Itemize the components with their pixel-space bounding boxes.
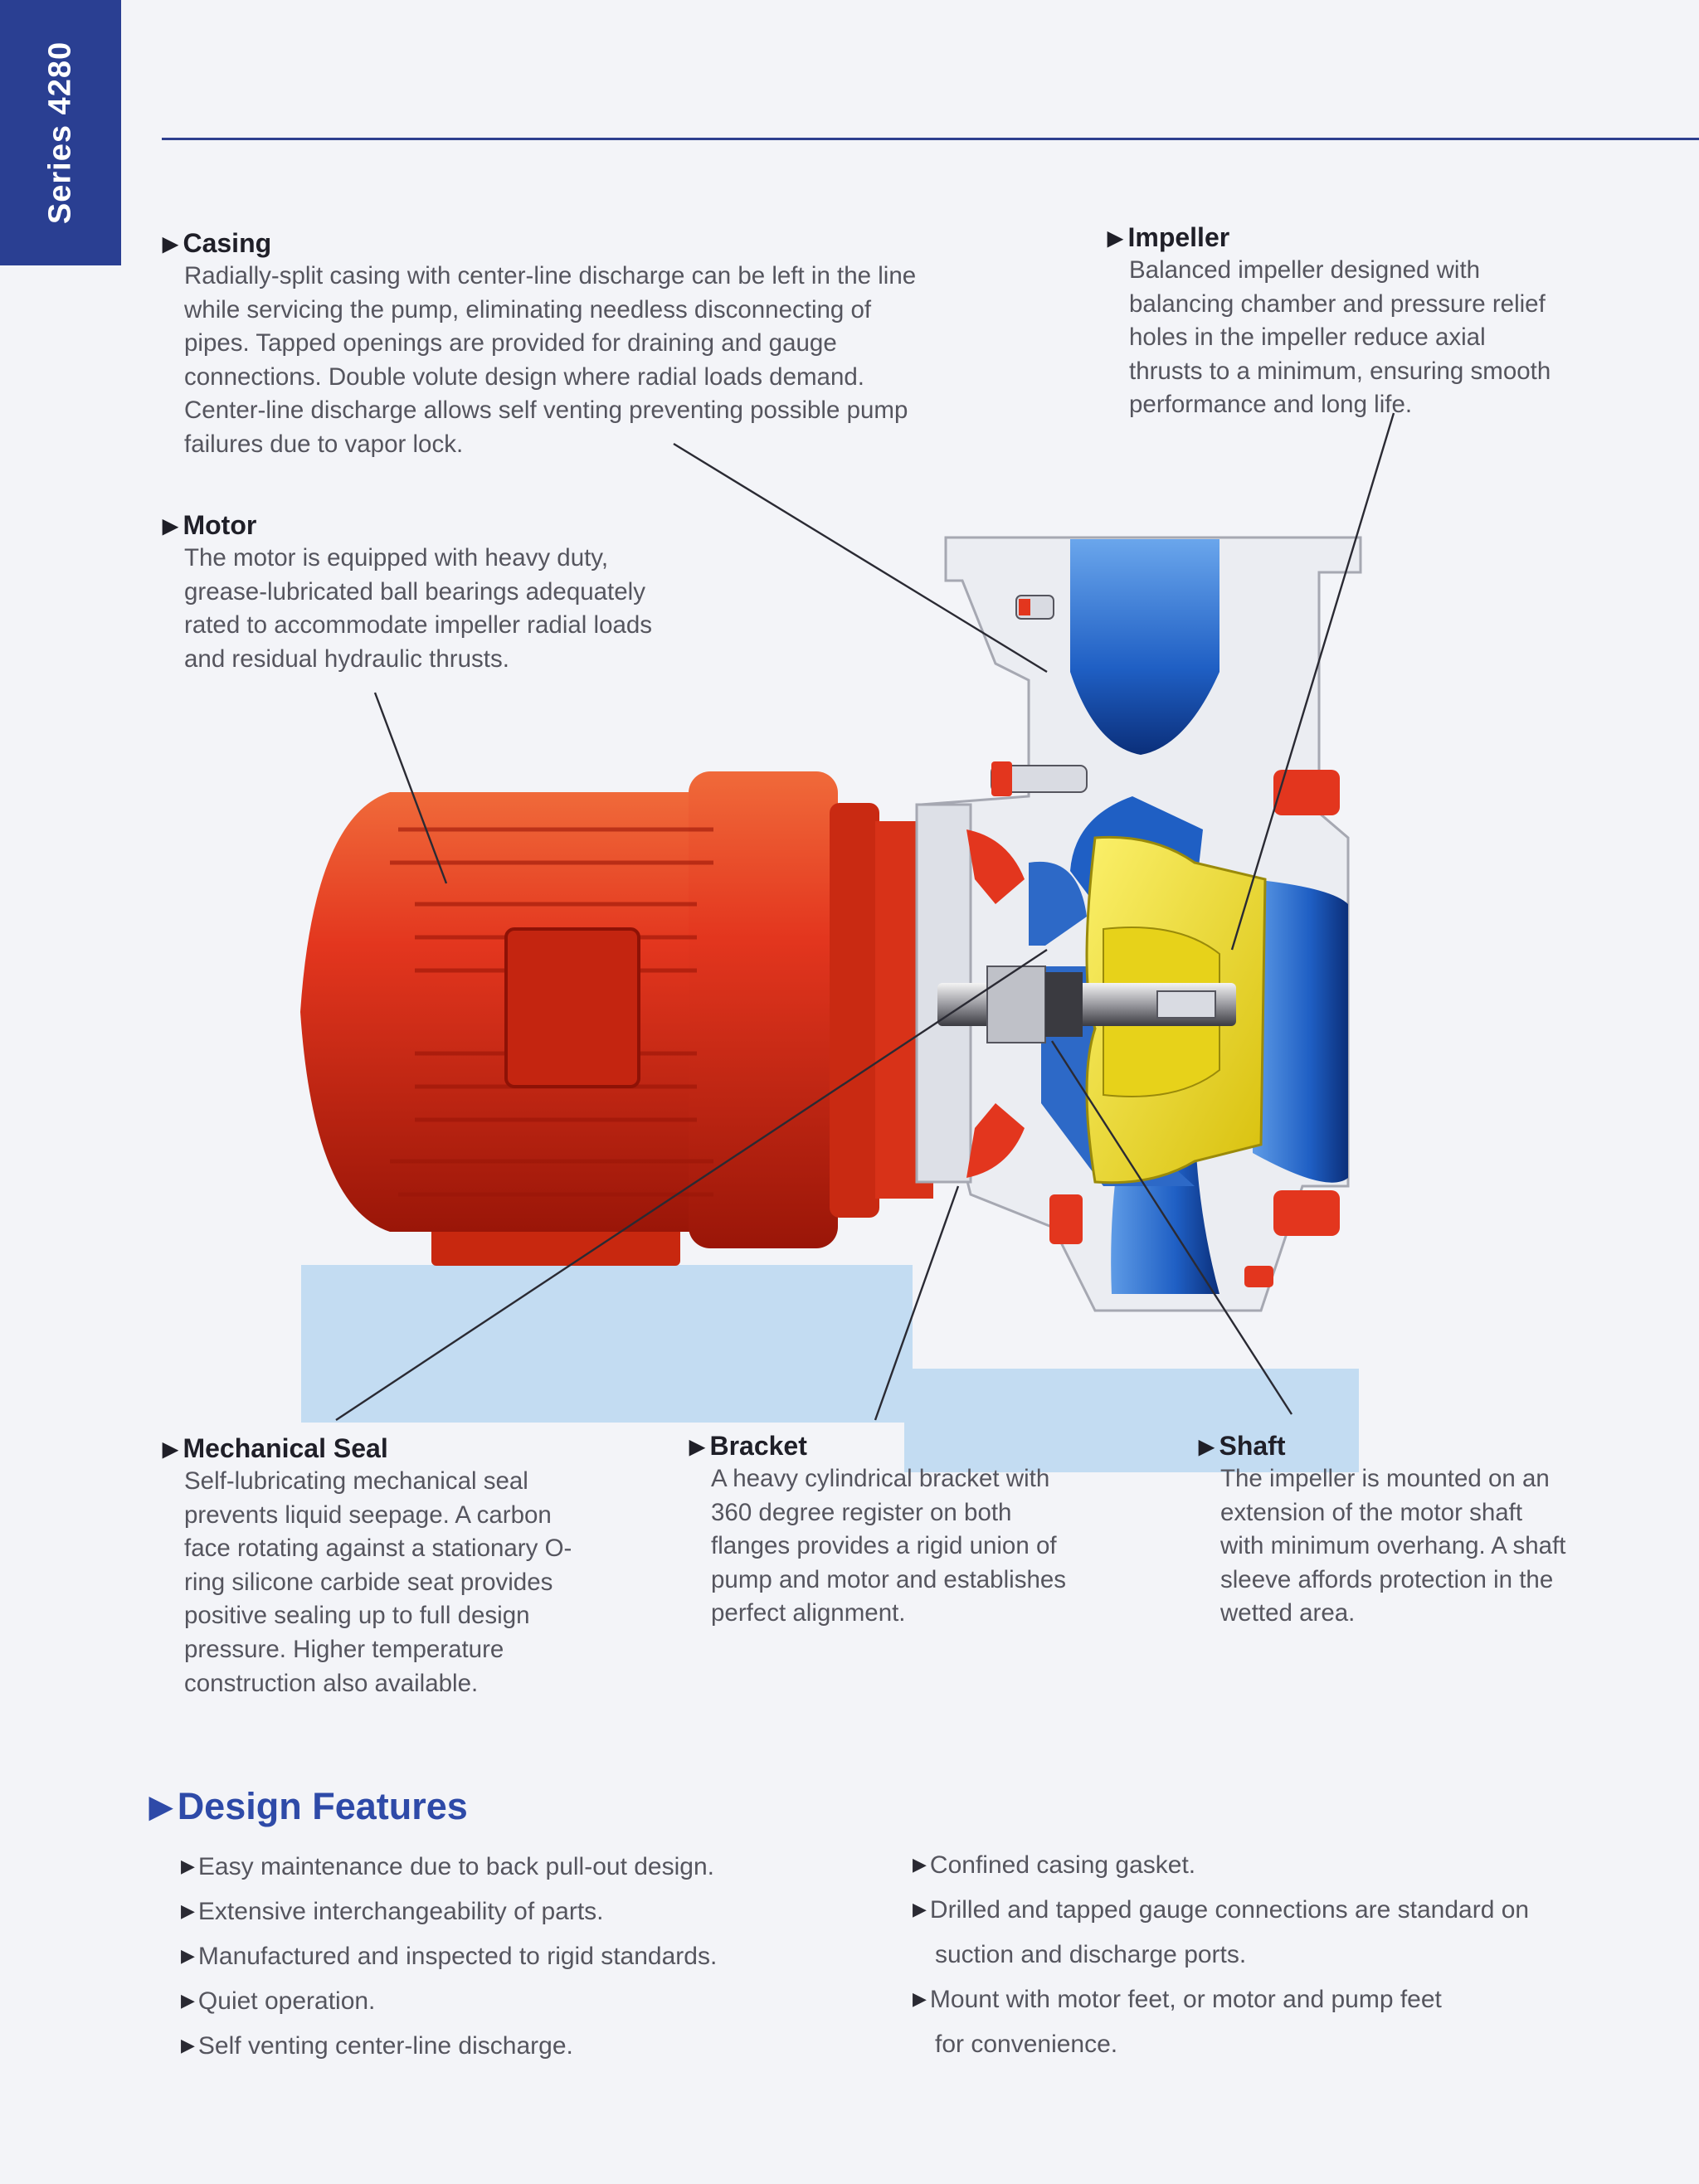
mechanical-seal-heading: ▶Mechanical Seal <box>163 1432 572 1465</box>
bullet-arrow-icon: ▶ <box>913 1854 927 1875</box>
mechanical-seal-callout: ▶Mechanical Seal Self-lubricating mechan… <box>163 1432 572 1700</box>
pump-base <box>301 1265 1359 1472</box>
feature-item: ▶Easy maintenance due to back pull-out d… <box>181 1853 714 1880</box>
casing-callout: ▶Casing Radially-split casing with cente… <box>163 226 916 462</box>
bolt-details <box>991 595 1273 1287</box>
bullet-arrow-icon: ▶ <box>1108 227 1123 250</box>
feature-item-continuation: suction and discharge ports. <box>935 1941 1247 1968</box>
feature-item: ▶Mount with motor feet, or motor and pum… <box>913 1986 1442 2013</box>
design-features-heading: ▶Design Features <box>149 1785 468 1827</box>
bullet-arrow-icon: ▶ <box>913 1988 927 2009</box>
casing-heading: ▶Casing <box>163 226 916 260</box>
bracket-illustration <box>966 770 1340 1244</box>
bullet-arrow-icon: ▶ <box>181 1856 195 1876</box>
impeller-callout: ▶Impeller Balanced impeller designed wit… <box>1108 221 1551 422</box>
feature-item: ▶Extensive interchangeability of parts. <box>181 1898 604 1925</box>
casing-description: Radially-split casing with center-line d… <box>184 262 917 458</box>
bracket-callout: ▶Bracket A heavy cylindrical bracket wit… <box>689 1429 1066 1631</box>
motor-callout: ▶Motor The motor is equipped with heavy … <box>163 508 652 676</box>
motor-heading: ▶Motor <box>163 508 652 542</box>
motor-illustration <box>300 771 933 1266</box>
motor-description: The motor is equipped with heavy duty,gr… <box>184 544 653 673</box>
feature-item: ▶Drilled and tapped gauge connections ar… <box>913 1896 1530 1924</box>
bracket-heading: ▶Bracket <box>689 1429 1066 1462</box>
bullet-arrow-icon: ▶ <box>181 1990 195 2011</box>
feature-item: ▶Quiet operation. <box>181 1987 376 2015</box>
bullet-arrow-icon: ▶ <box>163 233 178 255</box>
bullet-arrow-icon: ▶ <box>181 1945 195 1966</box>
shaft-heading: ▶Shaft <box>1199 1429 1565 1462</box>
bullet-arrow-icon: ▶ <box>689 1436 705 1458</box>
bullet-arrow-icon: ▶ <box>1199 1436 1215 1458</box>
feature-item: ▶Self venting center-line discharge. <box>181 2032 573 2060</box>
header-rule <box>162 138 1699 140</box>
feature-item-continuation: for convenience. <box>935 2031 1118 2058</box>
bullet-arrow-icon: ▶ <box>163 1438 178 1461</box>
shaft-illustration <box>937 966 1236 1043</box>
callout-leader-lines <box>335 412 1395 1422</box>
bullet-arrow-icon: ▶ <box>181 1900 195 1921</box>
bullet-arrow-icon: ▶ <box>181 2035 195 2055</box>
bullet-arrow-icon: ▶ <box>149 1789 173 1823</box>
series-tab: Series 4280 <box>0 0 121 265</box>
bullet-arrow-icon: ▶ <box>163 515 178 537</box>
feature-item: ▶Manufactured and inspected to rigid sta… <box>181 1943 718 1970</box>
impeller-heading: ▶Impeller <box>1108 221 1551 254</box>
feature-item: ▶Confined casing gasket. <box>913 1851 1196 1879</box>
bullet-arrow-icon: ▶ <box>913 1899 927 1919</box>
